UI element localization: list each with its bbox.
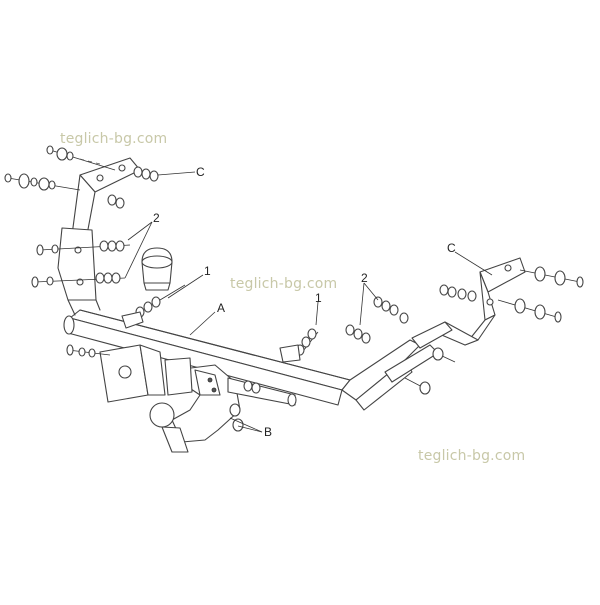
right-bracket-bolts [439,266,584,323]
crossbar-tube [63,309,351,406]
electrical-socket [141,247,173,291]
watermark-middle: teglich-bg.com [230,276,338,292]
label-2-left: 2 [153,211,160,225]
right-mount-bracket [411,257,526,349]
left-bolts-side [31,240,131,288]
label-1-right: 1 [315,291,322,305]
label-2-right: 2 [361,271,368,285]
label-1-left: 1 [204,264,211,278]
socket-plate [99,344,193,403]
left-bolts-top [4,145,116,191]
watermark-bottom: teglich-bg.com [418,448,526,464]
label-a: A [217,301,226,315]
bolt-group-2-right [345,296,456,395]
label-b: B [264,425,273,439]
left-nut-cluster-c [107,166,159,209]
leader-lines [124,171,493,433]
label-c-right: C [447,241,456,255]
bolt-group-1-left [121,284,186,329]
label-c-left: C [196,165,205,179]
watermark-top: teglich-bg.com [60,131,168,147]
crossbar-right-end [341,339,439,411]
bolt-group-1-right [279,328,319,363]
socket-plate-bolts [66,344,111,358]
left-mount-bracket [57,157,141,316]
